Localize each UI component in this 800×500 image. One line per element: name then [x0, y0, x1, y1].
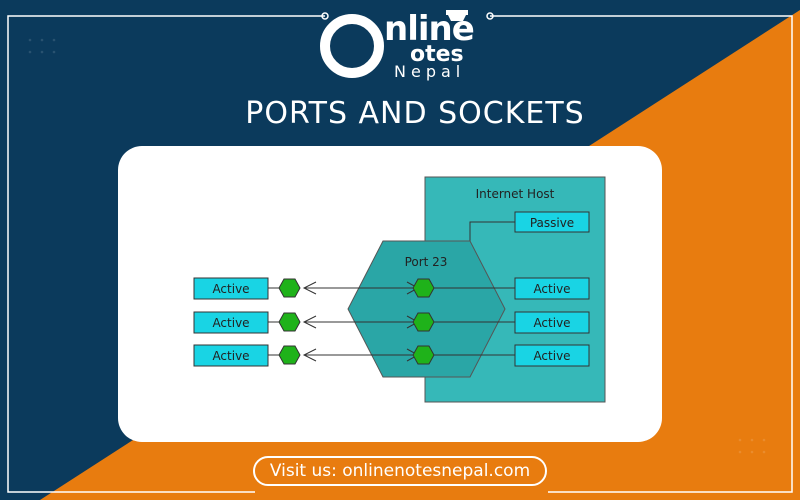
logo-o-mark [320, 10, 468, 78]
client-socket [278, 312, 301, 332]
connection-row-1: Active Active [193, 277, 590, 300]
logo-text-line3: Nepal [394, 62, 466, 81]
server-active-label: Active [533, 349, 570, 363]
logo-text-line1: nline [384, 9, 475, 49]
port-label: Port 23 [405, 255, 448, 269]
ports-sockets-diagram: Internet Host Passive Port 23 Active Act… [193, 176, 606, 403]
passive-connector [469, 221, 515, 244]
visit-website-link[interactable]: Visit us: onlinenotesnepal.com [253, 456, 547, 486]
connection-row-2: Active Active [193, 311, 590, 334]
passive-label: Passive [530, 216, 574, 230]
client-socket [278, 278, 301, 298]
server-socket [412, 312, 435, 332]
server-active-box [514, 344, 590, 367]
client-active-label: Active [212, 349, 249, 363]
logo-text-line2: otes [410, 42, 464, 67]
graduation-cap-icon [446, 10, 468, 15]
server-active-box [514, 277, 590, 300]
server-active-box [514, 311, 590, 334]
internet-host-label: Internet Host [476, 187, 555, 201]
server-active-label: Active [533, 282, 570, 296]
connection-row-3: Active Active [193, 344, 590, 367]
page-title: PORTS AND SOCKETS [245, 96, 585, 131]
brand-logo[interactable]: nline otes Nepal [318, 6, 488, 84]
client-active-label: Active [212, 316, 249, 330]
client-socket [278, 345, 301, 365]
server-socket [412, 278, 435, 298]
server-active-label: Active [533, 316, 570, 330]
server-socket [412, 345, 435, 365]
client-active-label: Active [212, 282, 249, 296]
diagram-card: Internet Host Passive Port 23 Active Act… [118, 146, 662, 442]
port-hexagon [347, 240, 506, 378]
